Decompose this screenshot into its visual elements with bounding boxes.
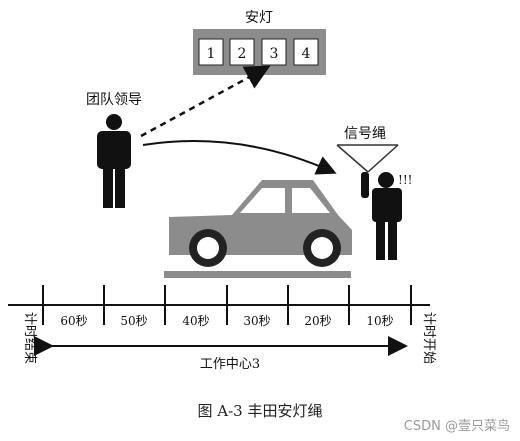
andon-lamp-2-number: 2 [238, 46, 247, 62]
segment-label-50: 50秒 [120, 314, 147, 328]
andon-lamp-4: 4 [293, 38, 319, 66]
work-center-label: 工作中心3 [200, 357, 260, 372]
dashed-arrow-to-andon [140, 65, 271, 138]
timer-end-label: 计时结束 [22, 312, 37, 364]
figure-caption: 图 A-3 丰田安灯绳 [197, 402, 323, 420]
curved-arrow-to-worker [142, 140, 337, 175]
andon-lamp-2: 2 [229, 38, 255, 66]
signal-cord-icon [336, 144, 399, 173]
segment-label-60: 60秒 [60, 314, 87, 328]
timer-start-label: 计时开始 [421, 312, 436, 364]
segment-label-10: 10秒 [366, 314, 393, 328]
segment-label-40: 40秒 [182, 314, 209, 328]
segment-label-20: 20秒 [304, 314, 331, 328]
andon-lamp-3-number: 3 [270, 46, 279, 62]
team-leader-figure-icon [97, 114, 131, 208]
conveyor-platform [164, 271, 351, 278]
andon-lamp-1-number: 1 [207, 46, 216, 62]
andon-lamp-3: 3 [261, 38, 287, 66]
team-leader-label: 团队领导 [86, 92, 142, 108]
car-icon [169, 180, 352, 267]
timeline-ticks [42, 285, 412, 325]
andon-lamp-4-number: 4 [302, 46, 311, 62]
andon-label: 安灯 [245, 10, 273, 26]
worker-figure-icon [361, 172, 402, 260]
segment-label-30: 30秒 [243, 314, 270, 328]
signal-cord-label: 信号绳 [344, 126, 386, 142]
andon-lamp-1: 1 [198, 38, 224, 66]
worker-alert-text: !!! [398, 173, 412, 187]
watermark: CSDN @壹只菜鸟 [403, 419, 510, 434]
